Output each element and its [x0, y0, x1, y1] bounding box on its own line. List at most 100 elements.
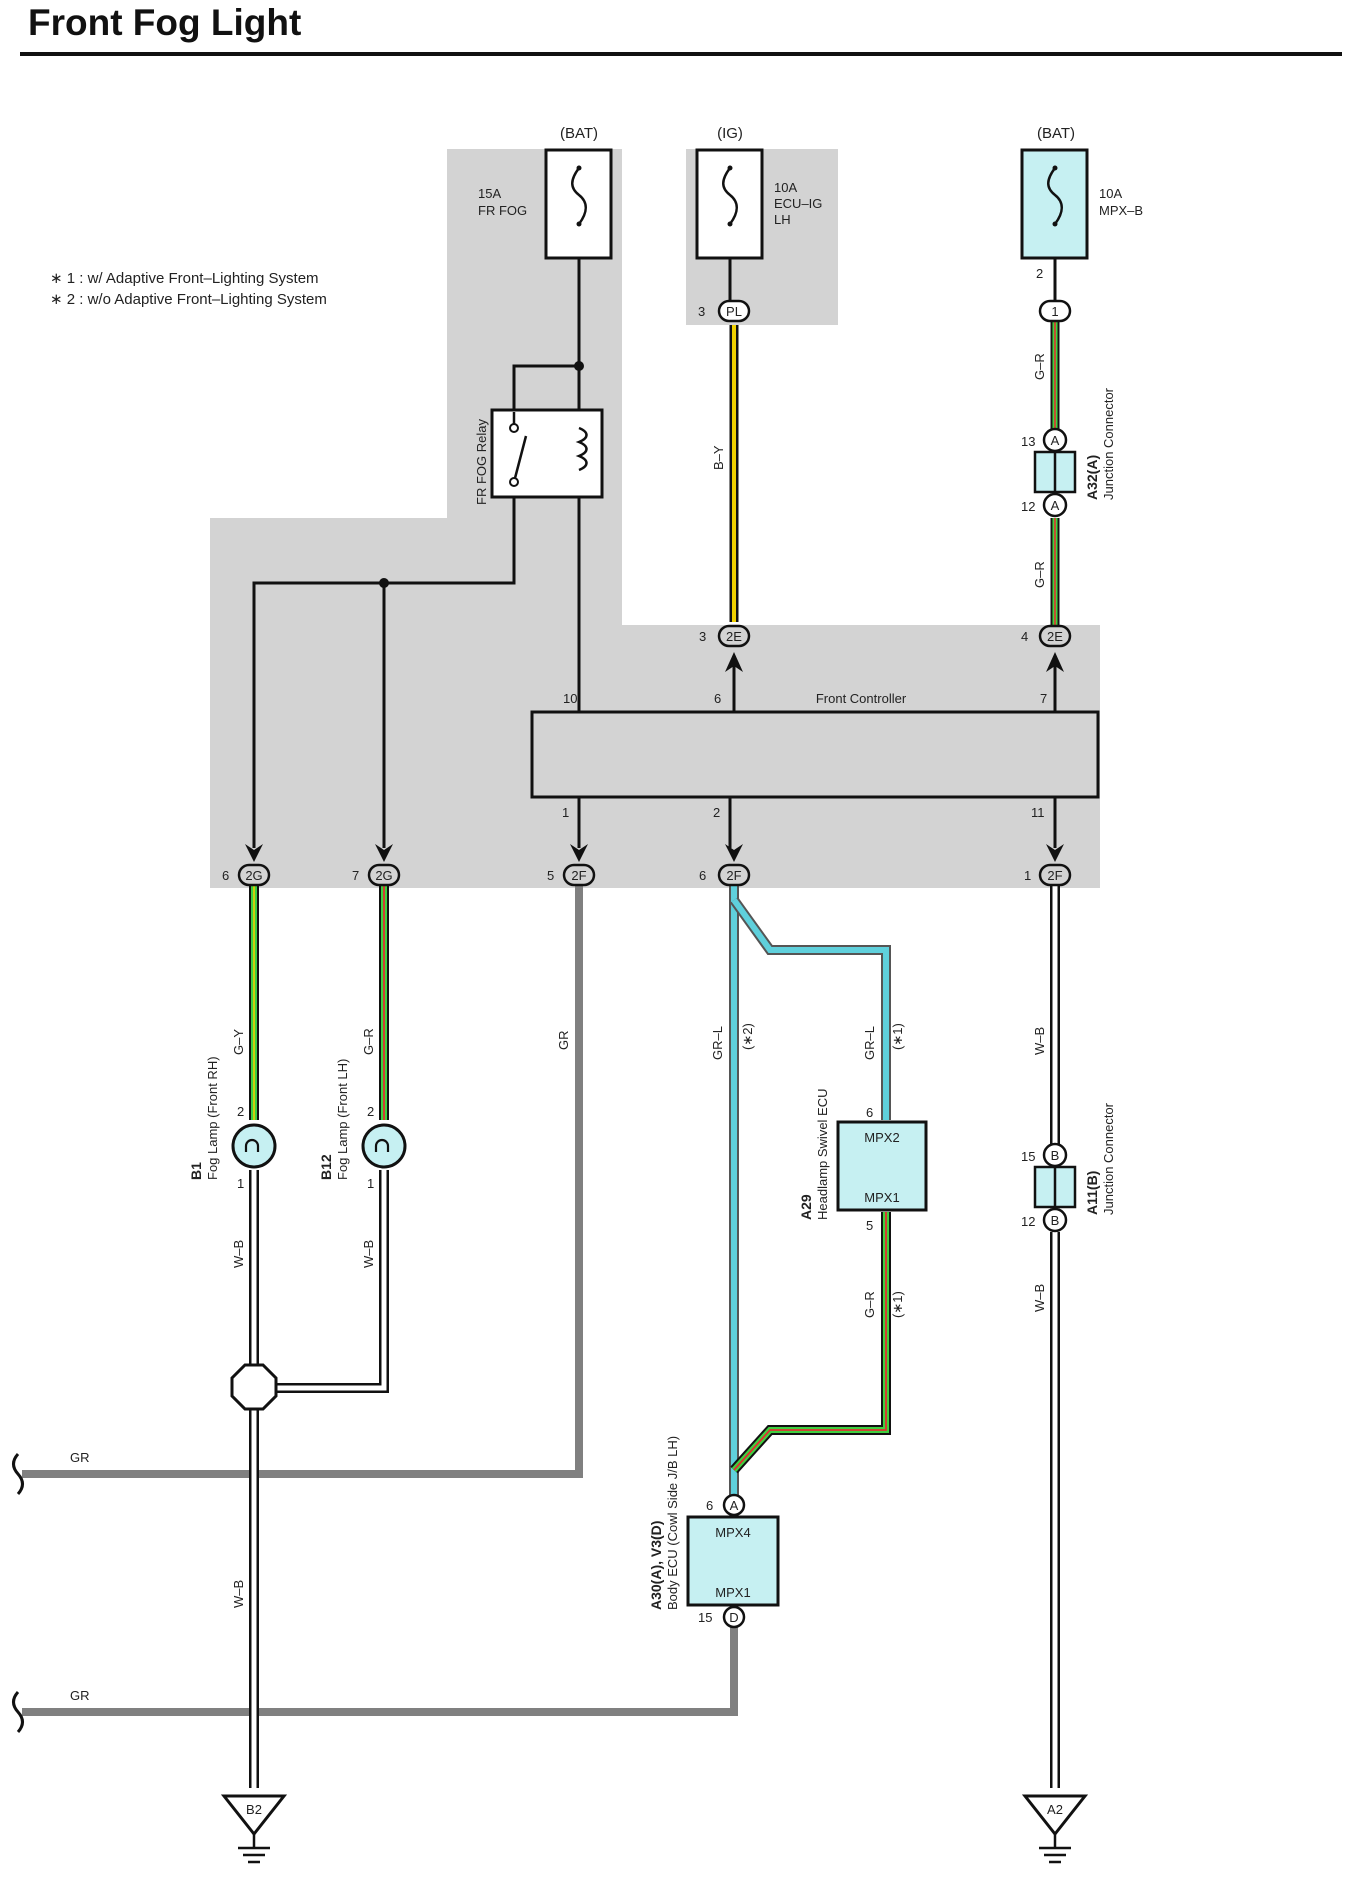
- fuse-mpx-b: [1020, 148, 1089, 260]
- body-ecu: [686, 1515, 780, 1607]
- power-bat-label: (BAT): [560, 125, 598, 142]
- connector-mpx-b-pin: 2: [1036, 266, 1043, 281]
- headlamp-ecu-pin-top: 6: [866, 1105, 873, 1120]
- wire-label-gr-bus-2: GR: [70, 1688, 90, 1703]
- connector-2e-right: 2E: [1038, 624, 1072, 672]
- front-controller: [530, 710, 1100, 799]
- splice-point-ground: [230, 1363, 278, 1411]
- wire-w-b-left: [249, 1170, 389, 1788]
- junction-a11-pin-bottom: 12: [1021, 1214, 1035, 1229]
- wire-b-y: [728, 258, 739, 712]
- junction-a32-name: Junction Connector: [1101, 387, 1116, 500]
- connector-2g-left-pin: 6: [222, 868, 229, 883]
- connector-2f-a: 2F: [562, 844, 596, 887]
- fuse-fr-fog: [544, 148, 613, 260]
- body-ecu-port-bottom: MPX1: [715, 1585, 750, 1600]
- connector-pl: PL: [717, 299, 751, 323]
- connector-pl-pin: 3: [698, 304, 705, 319]
- wire-label-g-r-mid: G–R: [1032, 561, 1047, 588]
- wire-gr-bus: [22, 885, 738, 1716]
- note-1: ∗ 1 : w/ Adaptive Front–Lighting System: [50, 270, 319, 287]
- controller-pin-10: 10: [563, 691, 577, 706]
- body-ecu-pin-top: 6: [706, 1498, 713, 1513]
- connector-2f-b: 2F: [717, 844, 751, 887]
- fuse-mpx-b-amp: 10A: [1099, 186, 1122, 201]
- svg-text:PL: PL: [726, 304, 742, 319]
- relay-label: FR FOG Relay: [474, 419, 489, 505]
- headlamp-ecu-port-bottom: MPX1: [864, 1190, 899, 1205]
- fog-lamp-rh-name: Fog Lamp (Front RH): [205, 1056, 220, 1180]
- wire-label-w-b-right-bottom: W–B: [1032, 1284, 1047, 1312]
- connector-2f-a-pin: 5: [547, 868, 554, 883]
- wire-label-gr: GR: [556, 1031, 571, 1051]
- svg-text:2E: 2E: [726, 629, 742, 644]
- wire-label-w-b-low: W–B: [231, 1580, 246, 1608]
- wire-controller-outputs: [577, 797, 1057, 848]
- connector-2g-left: 2G: [237, 844, 271, 887]
- junction-a32-pin-bottom: 12: [1021, 499, 1035, 514]
- shade-region-main: [210, 149, 1100, 888]
- ground-a2-label: A2: [1047, 1802, 1063, 1817]
- fuse-ecu-ig-name-2: LH: [774, 212, 791, 227]
- connector-2f-b-pin: 6: [699, 868, 706, 883]
- body-ecu-pin-bottom: 15: [698, 1610, 712, 1625]
- wire-label-w-b-rh: W–B: [231, 1240, 246, 1268]
- ground-a2: [1021, 1794, 1089, 1864]
- controller-pin-7: 7: [1040, 691, 1047, 706]
- power-ig-label: (IG): [717, 125, 743, 142]
- fog-lamp-lh-code: B12: [318, 1154, 334, 1180]
- wire-g-r-ecu: [730, 1212, 891, 1474]
- note-2: ∗ 2 : w/o Adaptive Front–Lighting System: [50, 291, 327, 308]
- wire-label-gr-l-ecu: GR–L: [862, 1026, 877, 1060]
- junction-a11-name: Junction Connector: [1101, 1102, 1116, 1215]
- splice-dot-fog-feed: [379, 578, 389, 588]
- headlamp-swivel-ecu: [836, 1120, 928, 1212]
- connector-2e-right-pin: 4: [1021, 629, 1028, 644]
- controller-pin-6: 6: [714, 691, 721, 706]
- break-mark-bus-1: [12, 1452, 24, 1496]
- fuse-fr-fog-name: FR FOG: [478, 203, 527, 218]
- connector-2f-c-pin: 1: [1024, 868, 1031, 883]
- body-ecu-name: Body ECU (Cowl Side J/B LH): [665, 1436, 680, 1610]
- wire-note-gr-l: (∗2): [740, 1023, 755, 1050]
- fog-lamp-lh-pin-top: 2: [367, 1104, 374, 1119]
- svg-text:1: 1: [1051, 304, 1058, 319]
- connector-2g-right-pin: 7: [352, 868, 359, 883]
- controller-pin-11: 11: [1031, 805, 1045, 820]
- wire-label-g-r-ecu: G–R: [862, 1291, 877, 1318]
- connector-2f-c: 2F: [1038, 844, 1072, 887]
- connector-2g-right: 2G: [367, 844, 401, 887]
- body-ecu-code: A30(A), V3(D): [648, 1521, 664, 1610]
- svg-text:B: B: [1051, 1148, 1060, 1163]
- headlamp-ecu-code: A29: [798, 1194, 814, 1220]
- fog-lamp-rh-code: B1: [188, 1162, 204, 1180]
- fog-lamp-rh: [231, 1123, 277, 1169]
- controller-pin-2: 2: [713, 805, 720, 820]
- connector-2e-left-pin: 3: [699, 629, 706, 644]
- fuse-ecu-ig-name: ECU–IG: [774, 196, 822, 211]
- fog-lamp-lh-pin-bottom: 1: [367, 1176, 374, 1191]
- body-ecu-letter-top: A: [730, 1498, 739, 1513]
- svg-text:2G: 2G: [375, 868, 392, 883]
- connector-mpx-b-out: 1: [1038, 299, 1072, 323]
- fog-lamp-rh-pin-top: 2: [237, 1104, 244, 1119]
- svg-text:2F: 2F: [571, 868, 586, 883]
- wire-label-g-r-lh: G–R: [361, 1028, 376, 1055]
- headlamp-ecu-port-top: MPX2: [864, 1130, 899, 1145]
- title-rule: [20, 52, 1342, 56]
- fuse-ecu-ig-amp: 10A: [774, 180, 797, 195]
- body-ecu-connector-a: [722, 1493, 746, 1517]
- svg-text:2E: 2E: [1047, 629, 1063, 644]
- wire-label-b-y: B–Y: [711, 445, 726, 470]
- fuse-fr-fog-amp: 15A: [478, 186, 501, 201]
- headlamp-ecu-pin-bottom: 5: [866, 1218, 873, 1233]
- junction-a11: B B: [1033, 1142, 1077, 1233]
- front-controller-label: Front Controller: [816, 691, 907, 706]
- fog-lamp-lh: [361, 1123, 407, 1169]
- connector-2e-left: 2E: [717, 624, 751, 672]
- junction-a11-code: A11(B): [1084, 1171, 1100, 1215]
- ground-b2-label: B2: [246, 1802, 262, 1817]
- power-bat-label-right: (BAT): [1037, 125, 1075, 142]
- controller-pin-1: 1: [562, 805, 569, 820]
- fog-lamp-lh-name: Fog Lamp (Front LH): [335, 1059, 350, 1180]
